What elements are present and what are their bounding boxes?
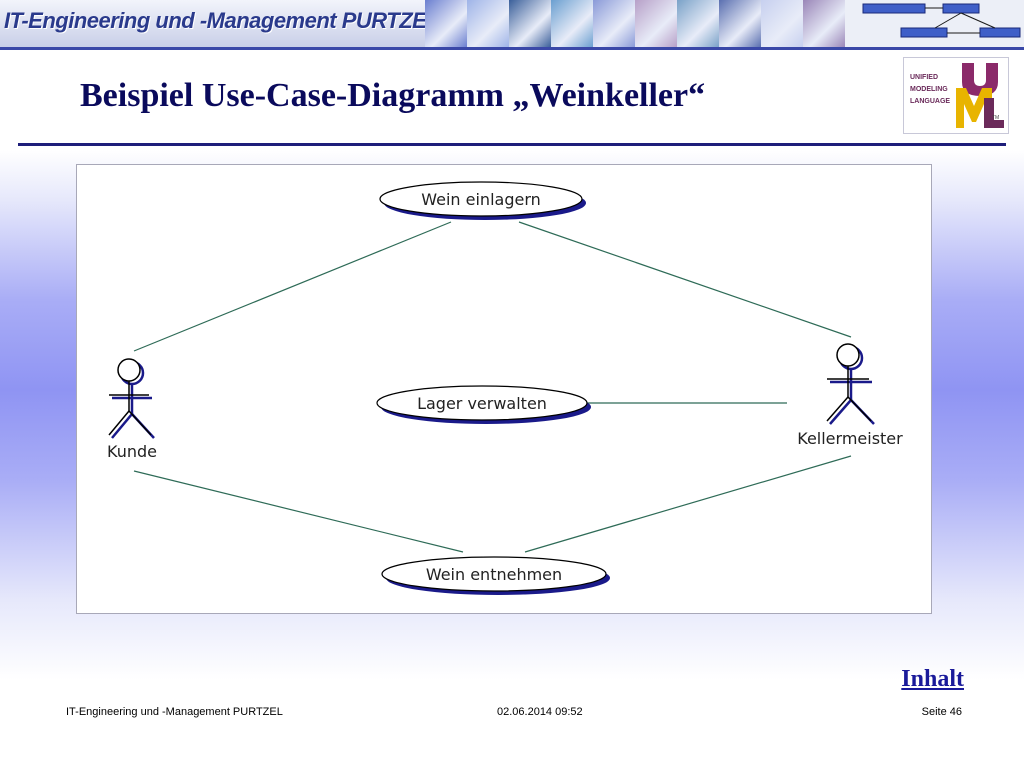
banner-title: IT-Engineering und -Management PURTZEL [4,8,440,33]
uml-logo-line2: MODELING [910,86,948,93]
uml-logo-line3: LANGUAGE [910,98,951,105]
banner-photo-tile [593,0,635,47]
banner-flow-diagram-icon [862,3,1021,38]
uml-letters-icon: TM [956,63,1004,128]
banner-photo-strip [425,0,845,47]
actor-kunde: Kunde [107,358,157,461]
banner-photo-tile [635,0,677,47]
footer-page-number: Seite 46 [921,706,962,718]
banner-photo-tile [425,0,467,47]
use-case-label-wein-entnehmen: Wein entnehmen [426,565,562,584]
banner-photo-tile [467,0,509,47]
use-case-wein-einlagern: Wein einlagern [379,181,586,220]
header-divider [0,47,1024,50]
footer-company: IT-Engineering und -Management PURTZEL [66,706,283,718]
use-case-label-lager-verwalten: Lager verwalten [417,394,547,413]
use-case-diagram-canvas: Wein einlagern Lager verwalten Wein entn… [107,181,903,595]
use-case-wein-entnehmen: Wein entnehmen [381,556,610,595]
actor-kellermeister: Kellermeister [797,343,903,448]
banner-photo-tile [551,0,593,47]
banner-photo-tile [719,0,761,47]
inhalt-link[interactable]: Inhalt [901,666,964,692]
title-divider [18,143,1006,146]
banner-photo-tile [761,0,803,47]
uml-logo: UNIFIED MODELING LANGUAGE TM [903,57,1009,134]
association-kunde-wein_einlagern [133,221,452,352]
use-case-lager-verwalten: Lager verwalten [376,385,591,424]
actor-label-kunde: Kunde [107,442,157,461]
footer-date: 02.06.2014 09:52 [497,706,583,718]
use-case-diagram: Wein einlagern Lager verwalten Wein entn… [76,164,932,614]
uml-logo-line1: UNIFIED [910,74,938,81]
association-kellermeister-wein_entnehmen [524,455,852,553]
banner-photo-tile [803,0,845,47]
actor-label-kellermeister: Kellermeister [797,429,903,448]
banner-photo-tile [677,0,719,47]
association-kunde-wein_entnehmen [133,470,464,553]
banner-title-area: IT-Engineering und -Management PURTZEL [0,0,440,47]
slide-title: Beispiel Use-Case-Diagramm „Weinkeller“ [80,77,706,114]
association-kellermeister-wein_einlagern [518,221,852,338]
uml-tm-mark: TM [992,115,999,121]
use-case-label-wein-einlagern: Wein einlagern [421,190,541,209]
header-banner: IT-Engineering und -Management PURTZEL [0,0,1024,47]
banner-photo-tile [509,0,551,47]
banner-diagram-graphic [845,0,1024,47]
